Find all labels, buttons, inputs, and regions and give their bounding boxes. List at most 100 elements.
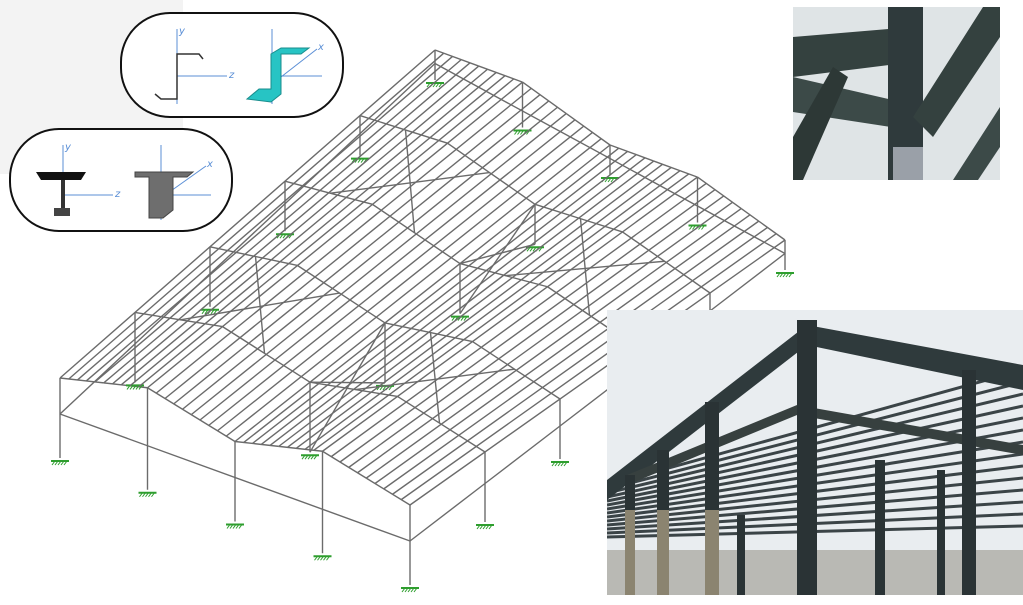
purlin — [155, 87, 532, 394]
purlin — [295, 166, 672, 449]
girt — [409, 482, 486, 542]
support-hatch — [701, 225, 705, 230]
column-brace — [459, 203, 536, 314]
column — [962, 370, 976, 595]
rafter — [403, 128, 448, 144]
support-hatch — [607, 177, 612, 183]
rafter — [234, 440, 279, 448]
purlin — [68, 52, 445, 380]
support-hatch — [232, 524, 237, 529]
support-hatch — [317, 555, 321, 561]
purlin — [173, 100, 550, 405]
rafter — [415, 233, 461, 265]
support-hatch — [692, 225, 696, 230]
column — [797, 320, 817, 595]
rafter — [534, 203, 579, 219]
support-hatch — [451, 316, 456, 321]
rafter — [322, 450, 367, 479]
support-hatch — [538, 247, 543, 252]
purlin — [217, 131, 593, 432]
rafter — [297, 264, 342, 295]
rafter — [209, 246, 254, 257]
purlin — [322, 176, 698, 452]
axis-label-z: z — [114, 189, 121, 200]
support-hatch — [526, 247, 531, 252]
support-hatch — [557, 461, 562, 467]
purlin — [287, 163, 663, 448]
rafter — [190, 414, 236, 443]
support-hatch — [135, 385, 140, 390]
support-hatch — [551, 461, 556, 467]
support-hatch — [404, 587, 409, 593]
rafter — [665, 261, 711, 294]
support-hatch — [142, 492, 146, 498]
steel-structure-photo — [607, 310, 1023, 595]
purlin — [330, 182, 707, 458]
support-hatch — [438, 82, 443, 88]
z-section-callout: y z x — [120, 12, 344, 118]
rafter — [440, 423, 486, 453]
support-hatch — [779, 272, 784, 278]
support-hatch — [126, 385, 131, 390]
support-hatch — [463, 316, 468, 321]
z-section-3d — [245, 47, 311, 103]
purlin — [138, 78, 515, 388]
roof-brace — [579, 218, 591, 316]
purlin — [252, 150, 628, 445]
support-hatch — [532, 247, 537, 252]
support-hatch — [213, 309, 218, 315]
girt — [709, 252, 786, 312]
support-hatch — [388, 385, 393, 391]
support-hatch — [323, 555, 327, 561]
support-hatch — [326, 555, 330, 561]
support-hatch — [138, 385, 143, 390]
support-hatch — [210, 309, 215, 315]
purlin — [365, 207, 742, 479]
rafter — [428, 331, 473, 343]
rafter — [59, 377, 104, 384]
girt — [434, 62, 786, 255]
axis-label-z: z — [228, 70, 235, 81]
purlin — [339, 189, 716, 463]
support-hatch — [357, 158, 362, 163]
support-hatch — [204, 309, 209, 315]
rafter — [622, 231, 667, 264]
support-hatch — [432, 82, 437, 88]
support-hatch — [279, 233, 284, 239]
column-brace — [459, 243, 536, 265]
support-hatch — [226, 524, 231, 529]
rafter — [478, 65, 523, 83]
column — [875, 460, 885, 595]
support-hatch — [51, 460, 56, 466]
support-hatch — [407, 587, 412, 593]
support-hatch — [526, 130, 530, 135]
rafter — [447, 142, 492, 175]
rafter — [284, 180, 329, 194]
rafter — [372, 203, 417, 235]
axis-label-x: x — [317, 42, 324, 53]
rafter — [365, 477, 411, 506]
rafter — [434, 49, 479, 67]
support-hatch — [520, 130, 524, 135]
support-hatch — [310, 454, 315, 460]
girt — [359, 62, 436, 135]
rafter — [459, 262, 504, 276]
support-hatch — [788, 272, 793, 278]
support-hatch — [529, 247, 534, 252]
support-hatch — [517, 130, 521, 135]
purlin — [77, 55, 453, 381]
support-hatch — [314, 555, 318, 561]
purlin — [348, 195, 725, 468]
rafter — [222, 326, 267, 356]
purlin — [234, 144, 611, 443]
support-hatch — [485, 524, 490, 530]
column-base — [657, 510, 669, 595]
purlin — [59, 49, 436, 379]
i-section-flange-top — [36, 172, 86, 180]
rafter — [359, 114, 404, 131]
rafter — [340, 293, 386, 324]
support-hatch — [382, 385, 387, 391]
rafter — [522, 81, 567, 115]
purlin — [269, 157, 646, 446]
rafter — [103, 382, 148, 389]
